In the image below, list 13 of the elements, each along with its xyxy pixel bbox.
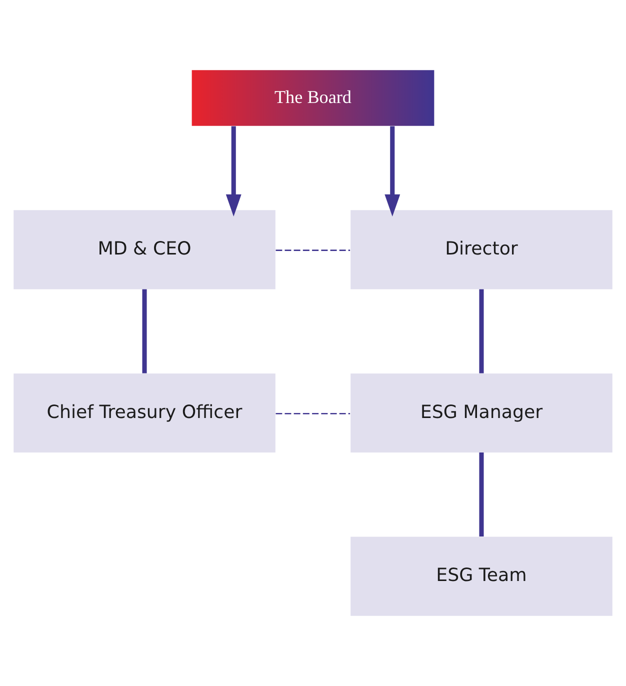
node-box: Chief Treasury Officer: [14, 373, 276, 453]
node-box: ESG Team: [350, 536, 612, 616]
connector: [479, 289, 484, 374]
node-box: MD & CEO: [14, 210, 276, 290]
node-box: Director: [350, 210, 612, 290]
connector: [142, 289, 147, 374]
node-box: ESG Manager: [350, 373, 612, 453]
connector: [276, 250, 350, 251]
arrow: [226, 126, 242, 217]
arrow: [384, 126, 400, 217]
node-box: The Board: [192, 70, 434, 126]
connector: [479, 452, 484, 537]
connector: [276, 412, 350, 414]
